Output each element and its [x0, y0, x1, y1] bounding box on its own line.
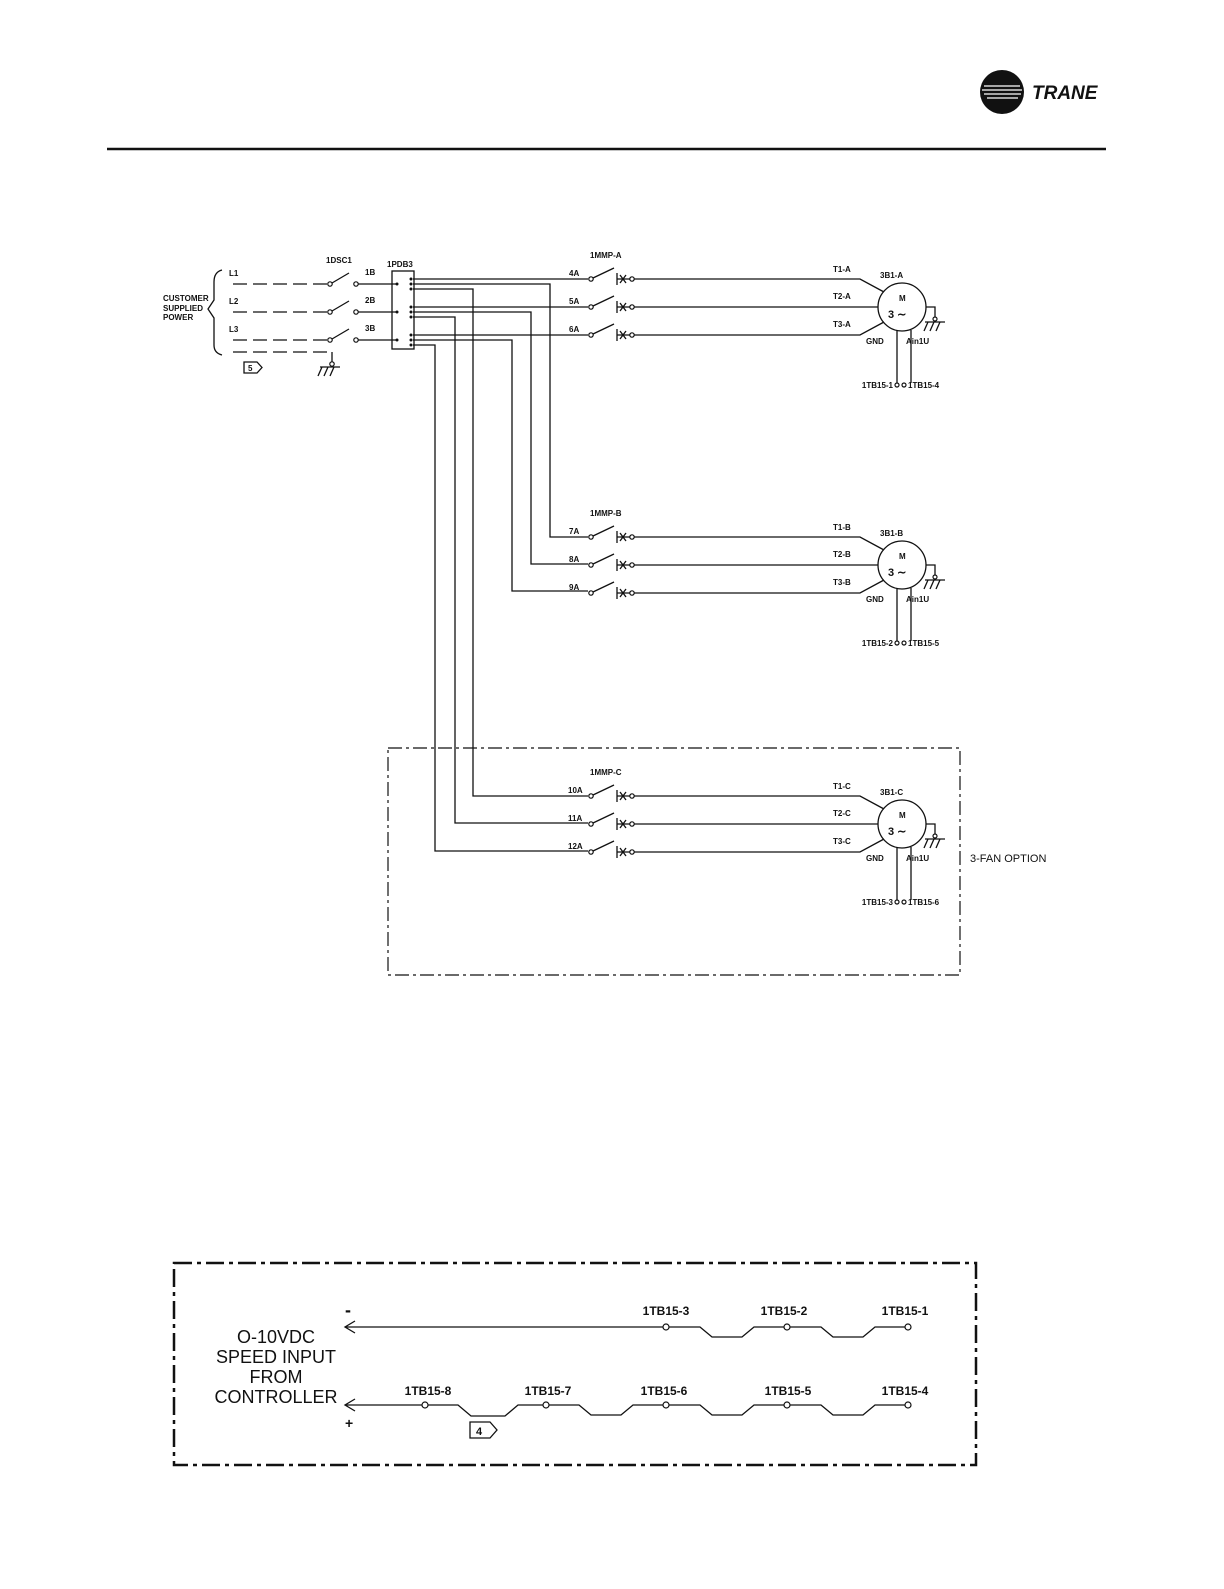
fan-c-circuit: 1MMP-C 10A 11A 12A T1-C T2-C T3-C 3B1-C …	[568, 768, 945, 907]
terminal-label: 1TB15-2	[761, 1304, 808, 1318]
terminal-label: 1TB15-5	[908, 639, 940, 648]
motor-icon	[877, 540, 927, 590]
speed-label: CONTROLLER	[214, 1387, 337, 1407]
disconnect-switch	[327, 272, 397, 343]
terminal-label: 1TB15-2	[862, 639, 894, 648]
wire-label: 5A	[569, 297, 579, 306]
terminal-label: 1TB15-3	[862, 898, 894, 907]
motor-lead: T2-B	[833, 550, 851, 559]
terminal-label: 1TB15-6	[908, 898, 940, 907]
motor-lead: T2-A	[833, 292, 851, 301]
terminal-label: 1TB15-1	[882, 1304, 929, 1318]
wire-label: 7A	[569, 527, 579, 536]
motor-icon	[877, 282, 927, 332]
note-tag-5: 5	[243, 361, 263, 374]
motor-label: 3B1-B	[880, 529, 903, 538]
motor-lead: T3-B	[833, 578, 851, 587]
terminal-2b: 2B	[365, 296, 375, 305]
supply-label-3: POWER	[163, 313, 193, 322]
fan-b-circuit: 1MMP-B 7A 8A 9A T1-B T2-B T3-B 3B1-B M 3…	[569, 509, 945, 648]
line-l3-label: L3	[229, 325, 239, 334]
terminal-nodes	[421, 1323, 912, 1409]
ground-icon	[317, 366, 340, 377]
motor-lead: T3-C	[833, 837, 851, 846]
three-fan-option-box	[387, 747, 961, 976]
supply-label-1: CUSTOMER	[163, 294, 209, 303]
terminal-label: 1TB15-5	[765, 1384, 812, 1398]
ain-label: Ain1U	[906, 854, 929, 863]
terminal-label: 1TB15-4	[882, 1384, 929, 1398]
fan-a-circuit: 1MMP-A 4A 5A 6A T1-A T2-A T3-A 3B1-A M 3…	[569, 251, 945, 390]
gnd-label: GND	[866, 337, 884, 346]
motor-lead: T3-A	[833, 320, 851, 329]
brand-name: TRANE	[1032, 83, 1099, 104]
feeder-wires	[413, 278, 588, 852]
motor-phase: 3 ∼	[888, 567, 906, 579]
speed-input-box	[172, 1261, 978, 1467]
disconnect-label: 1DSC1	[326, 256, 352, 265]
mmp-b-label: 1MMP-B	[590, 509, 622, 518]
speed-input-diagram: O-10VDC SPEED INPUT FROM CONTROLLER - + …	[172, 1261, 978, 1467]
terminal-label: 1TB15-4	[908, 381, 940, 390]
line-l1-label: L1	[229, 269, 239, 278]
line-l2-label: L2	[229, 297, 239, 306]
plus-wire	[343, 1398, 905, 1417]
wire-label: 11A	[568, 814, 582, 823]
ain-label: Ain1U	[906, 595, 929, 604]
customer-supply: CUSTOMER SUPPLIED POWER L1 L2 L3 5 1DSC1…	[163, 256, 588, 852]
supply-label-2: SUPPLIED	[163, 304, 203, 313]
wire-label: 12A	[568, 842, 583, 851]
ground-icon	[923, 321, 945, 332]
svg-text:4: 4	[476, 1426, 483, 1438]
motor-m: M	[899, 294, 906, 303]
motor-lead: T1-A	[833, 265, 851, 274]
motor-lead: T2-C	[833, 809, 851, 818]
wire-label: 8A	[569, 555, 579, 564]
motor-m: M	[899, 552, 906, 561]
wire-label: 6A	[569, 325, 579, 334]
terminal-3b: 3B	[365, 324, 375, 333]
speed-label: FROM	[250, 1367, 303, 1387]
plus-sign: +	[345, 1415, 353, 1431]
terminal-1b: 1B	[365, 268, 375, 277]
note-tag-4: 4	[469, 1421, 498, 1439]
mmp-c-label: 1MMP-C	[590, 768, 622, 777]
pdb-label: 1PDB3	[387, 260, 413, 269]
terminal-label: 1TB15-7	[525, 1384, 572, 1398]
motor-label: 3B1-C	[880, 788, 903, 797]
wire-label: 10A	[568, 786, 583, 795]
gnd-label: GND	[866, 854, 884, 863]
option-label: 3-FAN OPTION	[970, 853, 1046, 865]
terminal-label: 1TB15-8	[405, 1384, 452, 1398]
brace	[207, 269, 223, 356]
minus-sign: -	[345, 1300, 351, 1320]
motor-phase: 3 ∼	[888, 826, 906, 838]
speed-label: SPEED INPUT	[216, 1347, 336, 1367]
motor-lead: T1-C	[833, 782, 851, 791]
gnd-label: GND	[866, 595, 884, 604]
terminal-label: 1TB15-3	[643, 1304, 690, 1318]
svg-text:5: 5	[248, 364, 253, 373]
terminal-label: 1TB15-1	[862, 381, 894, 390]
motor-icon	[877, 799, 927, 849]
speed-label: O-10VDC	[237, 1327, 315, 1347]
trane-logo: TRANE	[980, 70, 1099, 114]
wire-label: 9A	[569, 583, 579, 592]
motor-phase: 3 ∼	[888, 309, 906, 321]
power-distribution-block	[391, 270, 415, 350]
ain-label: Ain1U	[906, 337, 929, 346]
terminal-label: 1TB15-6	[641, 1384, 688, 1398]
ground-icon	[923, 838, 945, 849]
minus-wire	[343, 1320, 905, 1338]
wire-label: 4A	[569, 269, 579, 278]
mmp-a-label: 1MMP-A	[590, 251, 622, 260]
motor-m: M	[899, 811, 906, 820]
motor-label: 3B1-A	[880, 271, 903, 280]
ground-icon	[923, 579, 945, 590]
motor-lead: T1-B	[833, 523, 851, 532]
